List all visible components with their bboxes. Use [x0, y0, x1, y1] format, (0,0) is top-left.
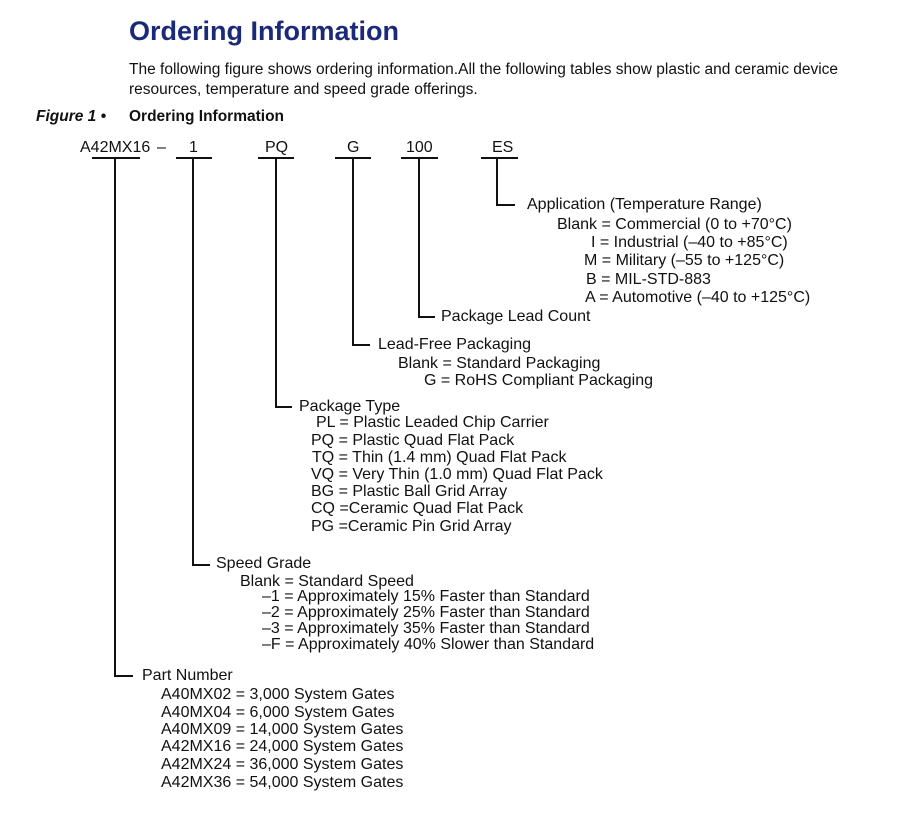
part-number-item: A42MX16 = 24,000 System Gates [161, 738, 404, 755]
package-type-heading: Package Type [299, 398, 401, 415]
package-type-item: BG = Plastic Ball Grid Array [311, 483, 508, 500]
speed-grade-item: –1 = Approximately 15% Faster than Stand… [262, 588, 590, 605]
package-type-item: PL = Plastic Leaded Chip Carrier [316, 414, 549, 431]
code-part: A42MX16 [80, 139, 151, 156]
package-type-item: CQ =Ceramic Quad Flat Pack [311, 500, 524, 517]
lead-free-item: Blank = Standard Packaging [398, 355, 601, 372]
application-item: B = MIL-STD-883 [586, 271, 711, 288]
application-item: Blank = Commercial (0 to +70°C) [557, 216, 792, 233]
code-count: 100 [406, 139, 433, 156]
speed-grade-item: –F = Approximately 40% Slower than Stand… [262, 636, 595, 653]
intro-paragraph: The following figure shows ordering info… [129, 61, 839, 98]
application-item: I = Industrial (–40 to +85°C) [591, 234, 788, 251]
part-number-item: A40MX04 = 6,000 System Gates [161, 704, 395, 721]
speed-grade-item: –2 = Approximately 25% Faster than Stand… [262, 604, 590, 621]
application-heading: Application (Temperature Range) [527, 196, 762, 213]
part-number-item: A40MX02 = 3,000 System Gates [161, 686, 395, 703]
part-number-item: A42MX36 = 54,000 System Gates [161, 774, 404, 791]
code-dash: – [157, 139, 166, 156]
figure-label: Figure 1 • [36, 108, 107, 125]
code-package: PQ [265, 139, 289, 156]
code-app: ES [492, 139, 514, 156]
package-type-item: VQ = Very Thin (1.0 mm) Quad Flat Pack [311, 466, 603, 483]
part-number-item: A42MX24 = 36,000 System Gates [161, 756, 404, 773]
part-number-item: A40MX09 = 14,000 System Gates [161, 721, 404, 738]
code-speed: 1 [189, 139, 198, 156]
speed-grade-heading: Speed Grade [216, 555, 312, 572]
speed-grade-item: Blank = Standard Speed [240, 573, 414, 590]
package-type-item: PQ = Plastic Quad Flat Pack [311, 432, 515, 449]
package-type-item: TQ = Thin (1.4 mm) Quad Flat Pack [312, 449, 567, 466]
figure-title: Ordering Information [129, 108, 284, 125]
application-item: A = Automotive (–40 to +125°C) [585, 289, 811, 306]
page-title: Ordering Information [129, 16, 399, 46]
application-item: M = Military (–55 to +125°C) [584, 252, 785, 269]
part-number-heading: Part Number [142, 667, 233, 684]
lead-count-heading: Package Lead Count [441, 308, 591, 325]
speed-grade-item: –3 = Approximately 35% Faster than Stand… [262, 620, 590, 637]
code-leadfree: G [347, 139, 360, 156]
package-type-item: PG =Ceramic Pin Grid Array [311, 518, 512, 535]
lead-free-item: G = RoHS Compliant Packaging [424, 372, 653, 389]
lead-free-heading: Lead-Free Packaging [378, 336, 531, 353]
